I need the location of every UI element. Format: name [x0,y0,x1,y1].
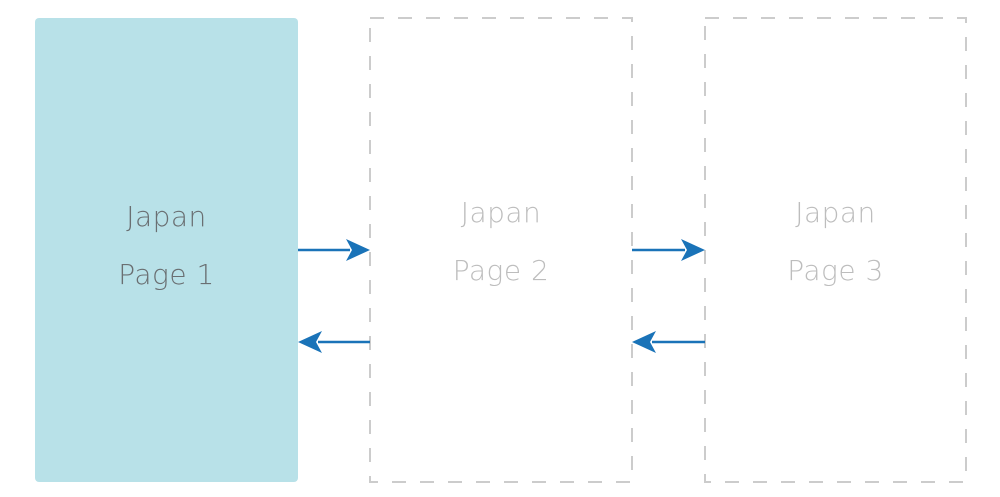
arrow-page2-to-page3 [632,239,705,261]
page-3-label-group: Japan Page 3 [787,184,884,300]
arrow-page1-to-page2 [298,239,370,261]
page-2-card[interactable]: Japan Page 2 [370,18,632,482]
page-1-label: Page 1 [118,258,215,291]
page-1-label-group: Japan Page 1 [118,188,215,304]
page-1-card[interactable]: Japan Page 1 [35,18,298,482]
page-3-label: Page 3 [787,254,884,287]
page-2-label: Page 2 [452,254,550,287]
arrow-page3-to-page2 [632,331,705,353]
page-2-title: Japan [460,196,542,229]
arrow-page2-to-page1 [298,331,370,353]
page-2-label-group: Japan Page 2 [453,184,550,300]
page-3-card[interactable]: Japan Page 3 [705,18,966,482]
page-3-title: Japan [795,196,876,229]
page-1-title: Japan [126,200,207,233]
